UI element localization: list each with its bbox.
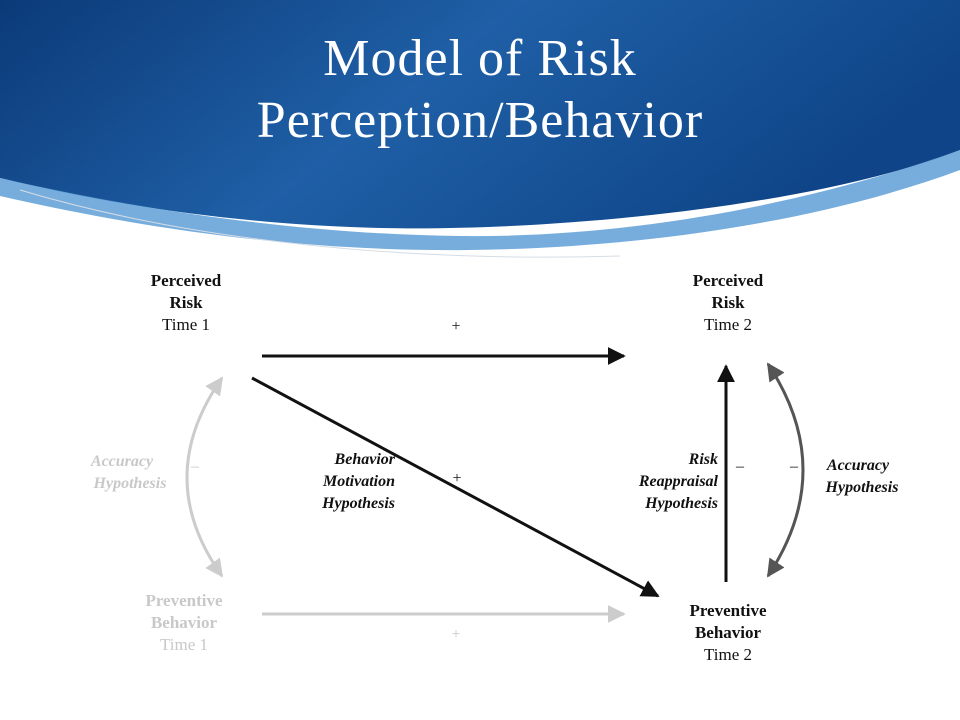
sign-risk1-to-behavior2: +	[452, 470, 461, 487]
node-risk-t1-line2: Risk	[169, 293, 203, 312]
label-behavior-motivation-hypothesis: Behavior Motivation Hypothesis	[321, 451, 396, 512]
accuracy-left-line1: Accuracy	[90, 453, 154, 470]
sign-risk-reappraisal: –	[735, 458, 745, 475]
slide-title: Model of Risk Perception/Behavior	[0, 28, 960, 152]
sign-accuracy-right: –	[789, 458, 799, 475]
node-risk-t2-line1: Perceived	[693, 271, 764, 290]
node-behavior-t1-line2: Behavior	[151, 613, 218, 632]
label-accuracy-hypothesis-right: Accuracy Hypothesis	[825, 457, 899, 496]
node-behavior-t2-line2: Behavior	[695, 623, 762, 642]
node-preventive-behavior-time2: Preventive Behavior Time 2	[689, 601, 767, 664]
node-risk-t1-line3: Time 1	[162, 315, 210, 334]
label-accuracy-hypothesis-left: Accuracy Hypothesis	[90, 453, 167, 492]
accuracy-left-line2: Hypothesis	[93, 475, 167, 492]
risk-reappraisal-line2: Reappraisal	[638, 473, 719, 490]
risk-reappraisal-line1: Risk	[688, 451, 718, 468]
label-risk-reappraisal-hypothesis: Risk Reappraisal Hypothesis	[638, 451, 719, 512]
behavior-motivation-line3: Hypothesis	[321, 495, 395, 512]
header-light-swoosh	[0, 150, 960, 251]
header-thin-curve	[19, 189, 621, 258]
node-behavior-t1-line3: Time 1	[160, 635, 208, 654]
node-perceived-risk-time1: Perceived Risk Time 1	[151, 271, 222, 334]
sign-risk1-to-risk2: +	[451, 318, 460, 335]
node-preventive-behavior-time1: Preventive Behavior Time 1	[145, 591, 223, 654]
arrow-accuracy-right	[766, 362, 805, 578]
header-banner	[0, 0, 960, 258]
node-behavior-t2-line1: Preventive	[689, 601, 767, 620]
header-band	[0, 0, 960, 229]
sign-behavior1-to-behavior2: +	[451, 626, 460, 643]
arrow-risk1-to-behavior2	[251, 376, 660, 598]
risk-reappraisal-line3: Hypothesis	[644, 495, 718, 512]
node-risk-t1-line1: Perceived	[151, 271, 222, 290]
node-risk-t2-line2: Risk	[711, 293, 745, 312]
sign-accuracy-left: –	[190, 458, 200, 475]
node-behavior-t1-line1: Preventive	[145, 591, 223, 610]
behavior-motivation-line2: Motivation	[322, 473, 395, 490]
behavior-motivation-line1: Behavior	[334, 451, 396, 468]
accuracy-right-line2: Hypothesis	[825, 479, 899, 496]
slide-title-line-1: Model of Risk	[323, 30, 637, 87]
node-perceived-risk-time2: Perceived Risk Time 2	[693, 271, 764, 334]
node-risk-t2-line3: Time 2	[704, 315, 752, 334]
slide-title-line-2: Perception/Behavior	[256, 92, 704, 149]
accuracy-right-line1: Accuracy	[826, 457, 890, 474]
node-behavior-t2-line3: Time 2	[704, 645, 752, 664]
arrow-accuracy-left	[185, 376, 224, 578]
